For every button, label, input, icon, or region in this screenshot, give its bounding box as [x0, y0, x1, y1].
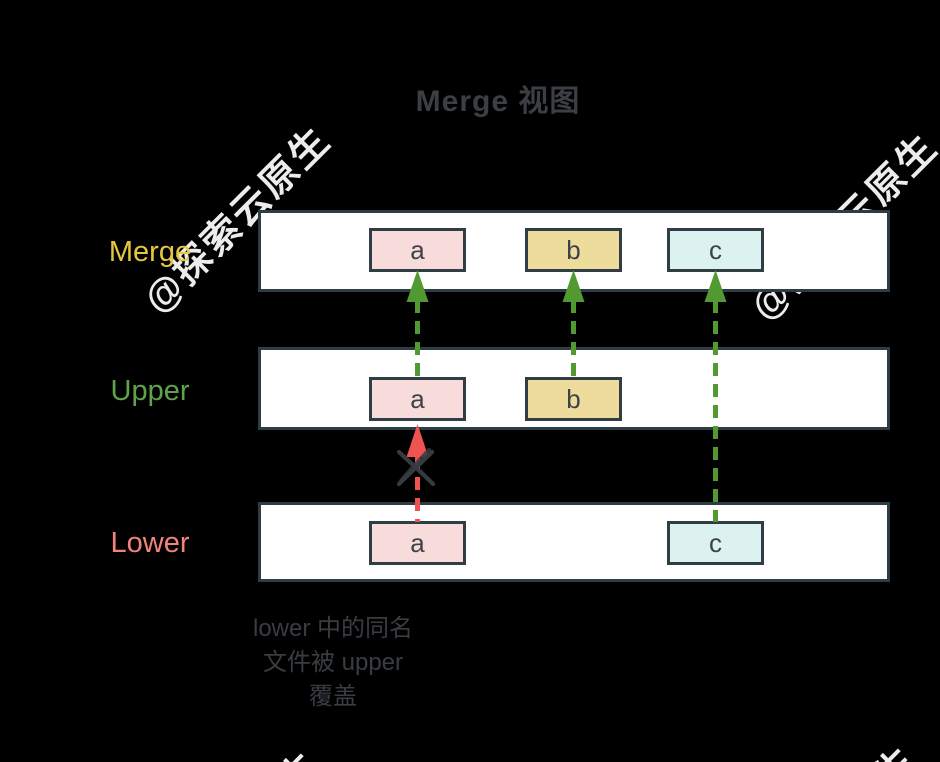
diagram-title: Merge 视图 [415, 85, 581, 118]
lower-layer-label: Lower [110, 527, 190, 559]
file-box-upper-b: b [525, 377, 622, 421]
file-box-merge-b: b [525, 228, 622, 272]
caption-line: 文件被 upper [262, 649, 404, 676]
file-box-upper-a: a [369, 377, 466, 421]
caption-line: 覆盖 [309, 683, 357, 710]
file-box-merge-c: c [667, 228, 764, 272]
file-box-lower-c: c [667, 521, 764, 565]
blocked-x-icon [396, 447, 436, 487]
watermark-text: @探索云原生 [716, 731, 928, 762]
file-box-merge-a: a [369, 228, 466, 272]
lower-layer-row [258, 502, 890, 582]
watermark-text: @探索云原生 [119, 736, 331, 762]
caption-line: lower 中的同名 [252, 615, 414, 642]
upper-layer-label: Upper [110, 375, 190, 407]
caption: lower 中的同名 文件被 upper 覆盖 [198, 612, 468, 714]
merge-layer-label: Merge [108, 236, 192, 268]
file-box-lower-a: a [369, 521, 466, 565]
